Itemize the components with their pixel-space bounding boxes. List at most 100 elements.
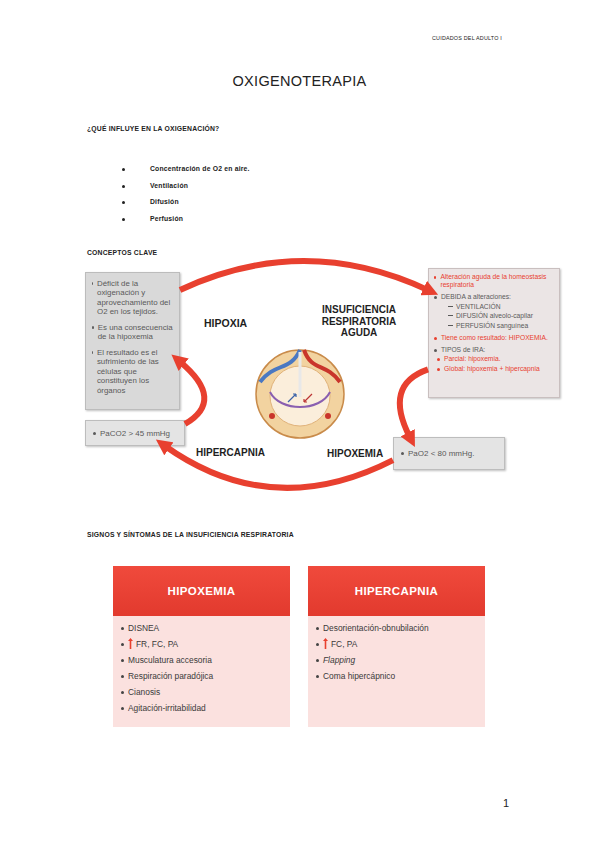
dash-marker — [448, 306, 453, 307]
bullet-dot — [121, 627, 124, 630]
list-item: DISNEA — [121, 623, 282, 633]
item-text: DEBIDA a alteraciones: — [441, 293, 511, 301]
concept-heading: INSUFICIENCIA RESPIRATORIA AGUDA — [317, 304, 401, 339]
item-text: Tiene como resultado: HIPOXEMIA. — [441, 334, 548, 342]
item-text: Agitación-irritabilidad — [128, 703, 206, 713]
concept-heading: HIPOXIA — [204, 317, 270, 329]
bullet-dot — [316, 627, 319, 630]
item-text: Parcial: hipoxemia. — [444, 355, 501, 363]
cycle-arrow — [400, 369, 428, 437]
bullet-dot — [122, 218, 125, 221]
bullet-dot — [316, 675, 319, 678]
list-item: Flapping — [316, 655, 477, 665]
bullet-dot — [434, 337, 437, 340]
text-label: Perfusión — [150, 215, 410, 223]
bullet-dot — [92, 351, 93, 354]
concept-box: HIPOXEMIAPaO2 < 80 mmHg. — [393, 437, 505, 470]
item-text: Desorientación-obnubilación — [323, 623, 429, 633]
list-item: Global: hipoxemia + hipercapnia — [434, 365, 554, 373]
list-item: DEBIDA a alteraciones: — [434, 293, 554, 301]
text-label: Ventilación — [150, 182, 410, 190]
item-text: El resultado es el sufrimiento de las cé… — [97, 348, 174, 395]
pulmonary-artery — [260, 350, 300, 382]
box-body: Déficit de la oxigenación y aprovechamie… — [86, 273, 179, 399]
item-text: TIPOS de IRA: — [441, 346, 485, 354]
cycle-arrow — [180, 362, 204, 424]
increase-arrow-shape — [128, 638, 133, 649]
list-item: Cianosis — [121, 687, 282, 697]
list-item: Alteración aguda de la homeostasis respi… — [434, 273, 554, 289]
item-text: Cianosis — [128, 687, 160, 697]
bullet-dot — [434, 296, 437, 299]
bullet-dot — [401, 452, 404, 455]
table-body: DISNEA FR, FC, PA Musculatura accesoriaRes… — [113, 616, 290, 717]
o2-arrow — [288, 394, 296, 402]
pulmonary-vein — [304, 350, 340, 382]
red-cell — [269, 413, 275, 419]
bullet-dot — [121, 659, 124, 662]
text-label: SIGNOS Y SÍNTOMAS DE LA INSUFICIENCIA RE… — [87, 531, 507, 539]
item-text: PERFUSIÓN sanguínea — [456, 322, 528, 330]
bullet-dot — [316, 643, 319, 646]
list-item: TIPOS de IRA: — [434, 346, 554, 354]
item-text: DIFUSIÓN alveolo-capilar — [456, 312, 533, 320]
bullet-dot — [122, 201, 125, 204]
bullet-dot — [121, 643, 124, 646]
item-text: PaCO2 > 45 mmHg — [100, 429, 170, 439]
table-header-band: HIPOXEMIA — [113, 566, 290, 616]
cycle-arrow — [165, 446, 393, 488]
box-body: PaO2 < 80 mmHg. — [394, 438, 504, 463]
text-label: Difusión — [150, 198, 410, 206]
bullet-dot — [122, 185, 125, 188]
bullet-dot — [316, 659, 319, 662]
box-body: Alteración aguda de la homeostasis respi… — [429, 269, 559, 376]
dash-marker — [448, 315, 453, 316]
dash-marker — [448, 325, 453, 326]
text-label: 1 — [503, 797, 533, 810]
table-heading: HIPOXEMIA — [167, 585, 235, 597]
list-item: FR, FC, PA — [121, 639, 282, 649]
bullet-dot — [93, 432, 96, 435]
bullet-dot — [121, 675, 124, 678]
text-label: CUIDADOS DEL ADULTO I — [432, 35, 572, 41]
concept-box: HIPOXIADéficit de la oxigenación y aprov… — [85, 272, 180, 410]
list-item: El resultado es el sufrimiento de las cé… — [92, 348, 174, 395]
list-item: Respiración paradójica — [121, 671, 282, 681]
table-body: Desorientación-obnubilaciónFC, PAFlappin… — [308, 616, 485, 685]
item-text: Musculatura accesoria — [128, 655, 212, 665]
list-item: Déficit de la oxigenación y aprovechamie… — [92, 279, 174, 317]
bullet-dot — [434, 276, 436, 279]
cycle-arrow — [180, 261, 428, 290]
alveolus-illustration — [250, 342, 350, 442]
increase-arrow-shape — [323, 638, 328, 649]
item-text: Déficit de la oxigenación y aprovechamie… — [97, 279, 174, 317]
item-text: Es una consecuencia de la hipoxemia — [98, 323, 174, 342]
text-label: ¿QUÉ INFLUYE EN LA OXIGENACIÓN? — [87, 125, 387, 133]
concept-box: INSUFICIENCIA RESPIRATORIA AGUDAAlteraci… — [428, 268, 560, 398]
bullet-dot — [92, 326, 94, 329]
alveolus-wall — [256, 350, 344, 438]
list-item: Musculatura accesoria — [121, 655, 282, 665]
item-text: PaO2 < 80 mmHg. — [408, 449, 474, 459]
concept-box: HIPERCAPNIAPaCO2 > 45 mmHg — [85, 420, 185, 446]
text-label: Concentración de O2 en aire. — [150, 165, 410, 173]
symptom-table: HIPOXEMIA DISNEA FR, FC, PA Musculatura acc… — [113, 566, 290, 727]
bullet-dot — [121, 691, 124, 694]
bullet-dot — [121, 707, 124, 710]
text-label: CONCEPTOS CLAVE — [87, 249, 387, 257]
red-cell — [325, 413, 331, 419]
item-text: Flapping — [323, 655, 355, 665]
list-item: PaCO2 > 45 mmHg — [93, 429, 178, 439]
list-item: Coma hipercápnico — [316, 671, 477, 681]
box-body: PaCO2 > 45 mmHg — [86, 421, 184, 443]
item-text: FR, FC, PA — [136, 639, 178, 649]
concept-heading: HIPOXEMIA — [327, 448, 393, 460]
concept-heading: HIPERCAPNIA — [196, 447, 274, 459]
symptom-table: HIPERCAPNIADesorientación-obnubilaciónFC… — [308, 566, 485, 727]
item-text: VENTILACIÓN — [456, 303, 501, 311]
bullet-dot — [437, 368, 440, 371]
list-item: Parcial: hipoxemia. — [434, 355, 554, 363]
bullet-dot — [122, 168, 125, 171]
item-text: Alteración aguda de la homeostasis respi… — [440, 273, 554, 289]
page-title: OXIGENOTERAPIA — [0, 73, 599, 89]
